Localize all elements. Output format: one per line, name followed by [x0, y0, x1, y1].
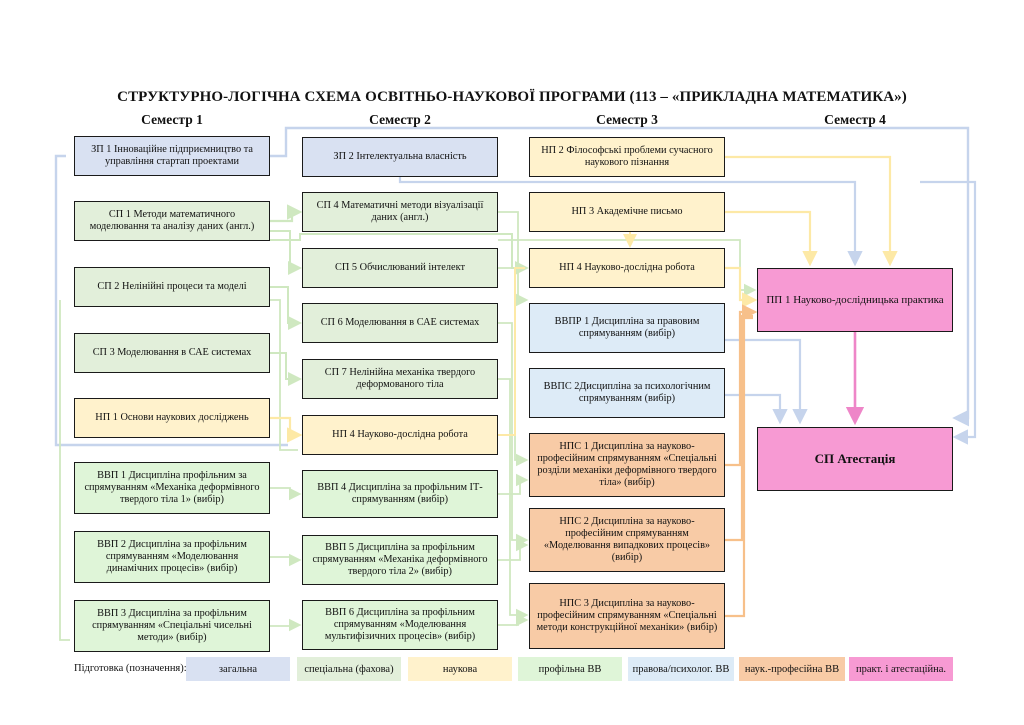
- node-sp4: СП 4 Математичні методи візуалізації дан…: [302, 192, 498, 232]
- node-zp1: ЗП 1 Інноваційне підприємництво та управ…: [74, 136, 270, 176]
- node-zp2: ЗП 2 Інтелектуальна власність: [302, 137, 498, 177]
- node-sp6: СП 6 Моделювання в САЕ системах: [302, 303, 498, 343]
- connector-4: [725, 338, 808, 425]
- semester-2-header: Семестр 2: [369, 112, 431, 127]
- connector-28: [270, 416, 303, 443]
- connector-23: [59, 300, 70, 641]
- legend-label: Підготовка (позначення):: [74, 663, 187, 674]
- node-nps3: НПС 3 Дисципліна за науково-професійним …: [529, 583, 725, 649]
- connector-32: [725, 314, 753, 542]
- node-vvp6: ВВП 6 Дисципліна за профільним спрямуван…: [302, 600, 498, 650]
- connector-3: [398, 177, 863, 267]
- node-attestation: СП Атестація: [757, 427, 953, 491]
- semester-3-header: Семестр 3: [596, 112, 658, 127]
- connector-19: [498, 613, 529, 627]
- connector-5: [725, 393, 788, 425]
- connector-9: [270, 286, 302, 330]
- legend-special: спеціальна (фахова): [297, 657, 401, 681]
- node-sp3: СП 3 Моделювання в САЕ системах: [74, 333, 270, 373]
- connector-10: [270, 352, 302, 386]
- node-nps1: НПС 1 Дисципліна за науково-професійним …: [529, 433, 725, 497]
- legend-profile: профільна ВВ: [518, 657, 622, 681]
- node-sp1: СП 1 Методи математичного моделювання та…: [74, 201, 270, 241]
- node-vvp3: ВВП 3 Дисципліна за профільним спрямуван…: [74, 600, 270, 652]
- semester-4-header: Семестр 4: [824, 112, 886, 127]
- connector-29: [498, 267, 525, 436]
- semester-1-header: Семестр 1: [141, 112, 203, 127]
- connector-12: [270, 299, 298, 451]
- node-np4-sem2: НП 4 Науково-дослідна робота: [302, 415, 498, 455]
- diagram-title: СТРУКТУРНО-ЛОГІЧНА СХЕМА ОСВІТНЬО-НАУКОВ…: [117, 89, 907, 105]
- legend-general: загальна: [186, 657, 290, 681]
- connector-18: [498, 538, 529, 561]
- connector-15: [498, 322, 529, 547]
- node-vvps2: ВВПС 2Дисципліна за психологічним спряму…: [529, 368, 725, 418]
- connector-31: [725, 304, 758, 467]
- connector-25: [725, 155, 898, 267]
- connector-8: [270, 230, 302, 275]
- node-vvpr1: ВВПР 1 Дисципліна за правовим спрямуванн…: [529, 303, 725, 353]
- connector-13: [498, 211, 529, 307]
- node-nps2: НПС 2 Дисципліна за науково-професійним …: [529, 508, 725, 572]
- connector-6: [920, 180, 977, 445]
- node-np2: НП 2 Філософські проблеми сучасного наук…: [529, 137, 725, 177]
- connector-26: [725, 210, 818, 267]
- node-sp2: СП 2 Нелінійні процеси та моделі: [74, 267, 270, 307]
- legend-legal: правова/психолог. ВВ: [628, 657, 734, 681]
- legend-science: наукова: [408, 657, 512, 681]
- connector-22: [270, 618, 302, 632]
- node-vvp1: ВВП 1 Дисципліна профільним за спрямуван…: [74, 462, 270, 514]
- node-np4-sem3: НП 4 Науково-дослідна робота: [529, 248, 725, 288]
- legend-sciprof: наук.-професійна ВВ: [739, 657, 845, 681]
- node-vvp4: ВВП 4 Дисципліна за профільним ІТ-спряму…: [302, 470, 498, 518]
- node-np3: НП 3 Академічне письмо: [529, 192, 725, 232]
- connector-24: [498, 239, 757, 297]
- node-vvp2: ВВП 2 Дисципліна за профільним спрямуван…: [74, 531, 270, 583]
- node-sp5: СП 5 Обчислюваний інтелект: [302, 248, 498, 288]
- connector-33: [725, 316, 753, 618]
- node-sp7: СП 7 Нелінійна механіка твердого деформо…: [302, 359, 498, 399]
- node-pp1: ПП 1 Науково-дослідницька практика: [757, 268, 953, 332]
- connector-7: [270, 204, 303, 223]
- connector-17: [498, 473, 529, 495]
- connector-21: [270, 553, 302, 567]
- connector-20: [270, 487, 302, 501]
- connector-27: [725, 266, 758, 308]
- node-np1: НП 1 Основи наукових досліджень: [74, 398, 270, 438]
- connector-1: [270, 126, 970, 427]
- connector-2: [54, 154, 288, 447]
- legend-practice: практ. і атестаційна.: [849, 657, 953, 681]
- node-vvp5: ВВП 5 Дисципліна за профільним спрямуван…: [302, 535, 498, 585]
